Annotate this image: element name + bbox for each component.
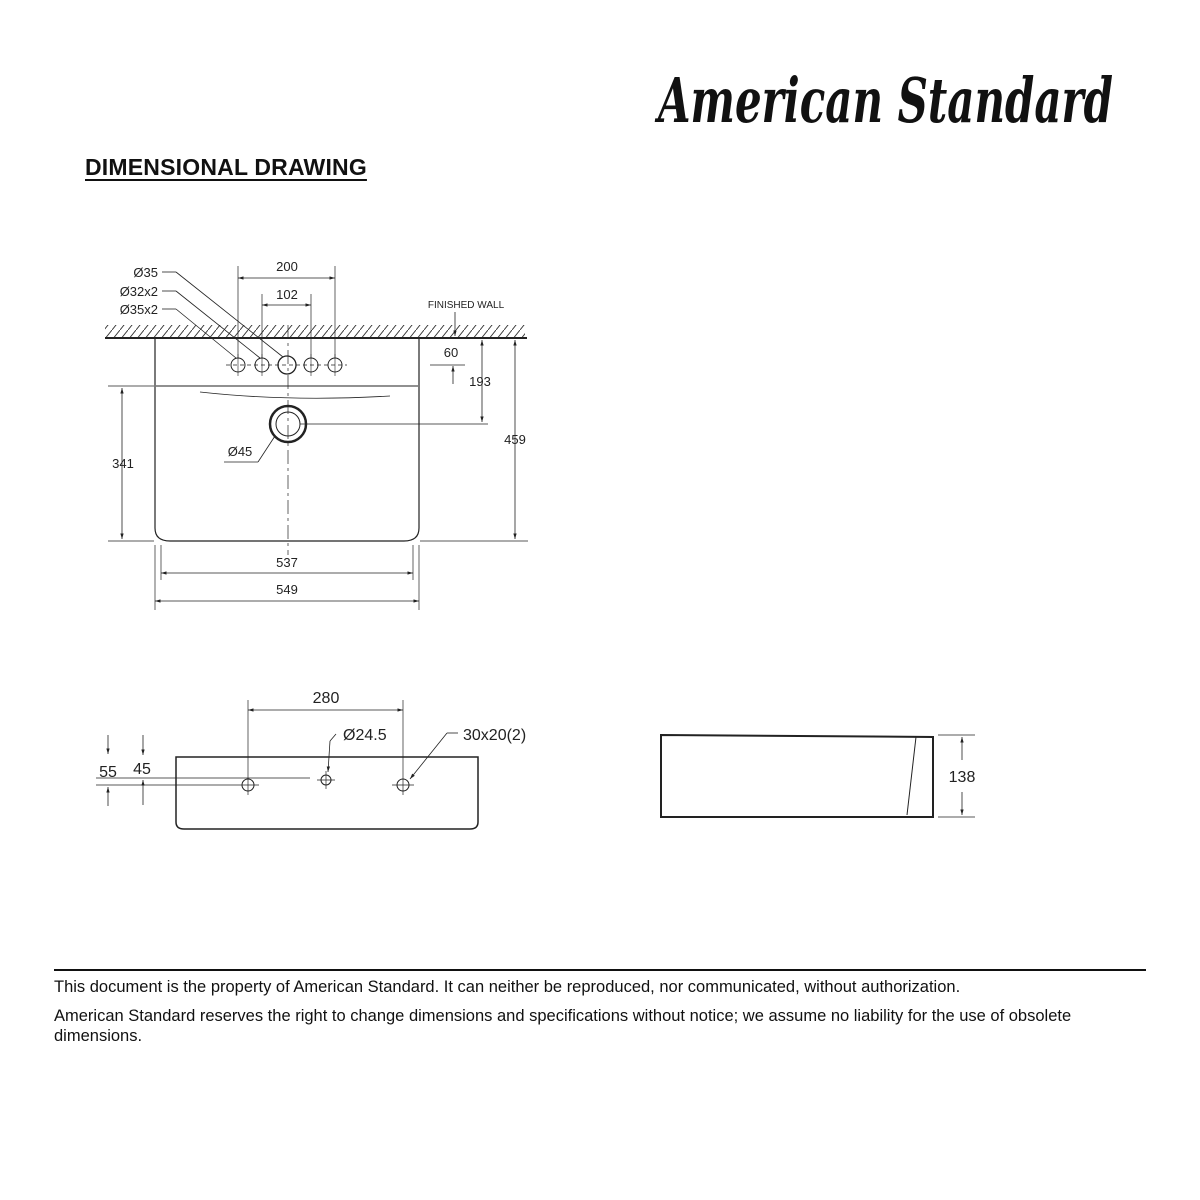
side-view <box>660 733 975 818</box>
label-hole-24-5: Ø24.5 <box>343 727 387 744</box>
basin-bowl-line <box>199 391 391 399</box>
label-dim-55: 55 <box>99 764 117 781</box>
page-title: DIMENSIONAL DRAWING <box>85 154 367 180</box>
footer-divider <box>54 969 1146 971</box>
label-dim-45: 45 <box>133 761 151 778</box>
basin-outline <box>154 338 420 542</box>
dimensional-drawing: Ø35 Ø32x2 Ø35x2 200 102 FINISHED WALL 60… <box>96 259 976 830</box>
wall-hatch <box>105 325 525 337</box>
label-slot-30x20: 30x20(2) <box>463 727 526 744</box>
front-view <box>96 700 479 830</box>
label-hole-35: Ø35 <box>133 265 158 280</box>
label-dim-60: 60 <box>444 345 458 360</box>
label-hole-32x2: Ø32x2 <box>120 284 158 299</box>
label-hole-35x2: Ø35x2 <box>120 302 158 317</box>
side-outline <box>660 733 934 818</box>
footer-disclaimer: American Standard reserves the right to … <box>54 1007 1072 1045</box>
label-dim-537: 537 <box>276 555 298 570</box>
brand-logo: American Standard <box>600 62 1160 132</box>
label-dim-138: 138 <box>949 769 976 786</box>
label-drain-45: Ø45 <box>228 444 253 459</box>
label-dim-200: 200 <box>276 259 298 274</box>
front-view-labels: 280 Ø24.5 30x20(2) 55 45 <box>99 690 526 781</box>
footer-copyright: This document is the property of America… <box>54 978 961 996</box>
label-finished-wall: FINISHED WALL <box>428 300 505 311</box>
tap-hole-center <box>277 355 297 375</box>
label-dim-549: 549 <box>276 582 298 597</box>
top-view-labels: Ø35 Ø32x2 Ø35x2 200 102 FINISHED WALL 60… <box>112 259 526 597</box>
brand-logo-text: American Standard <box>655 64 1113 132</box>
side-view-labels: 138 <box>949 769 976 786</box>
top-view <box>105 266 528 610</box>
front-outline <box>175 756 479 830</box>
label-dim-459: 459 <box>504 432 526 447</box>
tap-holes <box>226 354 347 376</box>
label-dim-341: 341 <box>112 456 134 471</box>
label-dim-193: 193 <box>469 374 491 389</box>
label-dim-102: 102 <box>276 287 298 302</box>
label-dim-280: 280 <box>313 690 340 707</box>
